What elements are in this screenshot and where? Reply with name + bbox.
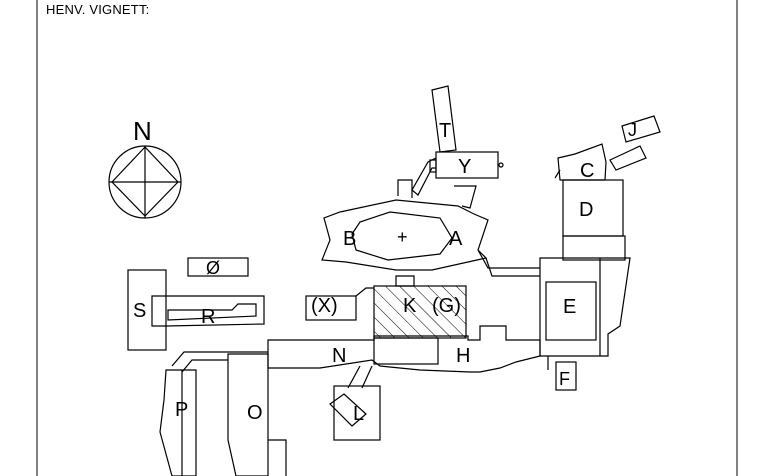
building-r bbox=[151, 295, 265, 327]
compass-north-label: N bbox=[133, 116, 152, 146]
connector-y bbox=[411, 157, 437, 196]
building-a-b-outer bbox=[321, 199, 489, 271]
building-oe bbox=[187, 257, 249, 277]
label-x: (X) bbox=[311, 295, 338, 317]
building-o bbox=[227, 353, 269, 476]
building-x bbox=[305, 295, 357, 321]
building-d-base bbox=[562, 235, 626, 261]
building-y-annex bbox=[429, 159, 437, 173]
building-t bbox=[431, 85, 457, 153]
label-g: (G) bbox=[432, 295, 461, 317]
building-e bbox=[545, 281, 597, 341]
connector-a-e bbox=[477, 249, 540, 269]
label-j: J bbox=[628, 120, 637, 140]
building-s bbox=[127, 269, 167, 351]
building-k bbox=[373, 285, 467, 339]
building-k-entrance bbox=[395, 275, 415, 287]
label-f: F bbox=[559, 369, 570, 389]
label-plus: + bbox=[397, 227, 408, 247]
building-j-link bbox=[609, 145, 647, 171]
label-t: T bbox=[439, 120, 451, 142]
label-o: O bbox=[247, 402, 263, 424]
label-k: K bbox=[403, 295, 417, 317]
compass-rose bbox=[108, 145, 182, 219]
label-b: B bbox=[343, 228, 356, 250]
building-f bbox=[555, 361, 577, 391]
label-e: E bbox=[563, 296, 576, 318]
label-d: D bbox=[579, 199, 593, 221]
label-s: S bbox=[133, 300, 146, 322]
building-p bbox=[159, 369, 197, 476]
building-e-block bbox=[539, 257, 631, 357]
building-r-inner bbox=[167, 303, 257, 321]
label-r: R bbox=[201, 306, 215, 328]
label-a: A bbox=[449, 228, 463, 250]
building-a-b-inner bbox=[351, 211, 453, 261]
label-l: L bbox=[353, 403, 364, 425]
reference-label: HENV. VIGNETT: bbox=[46, 2, 150, 17]
label-h: H bbox=[456, 345, 470, 367]
corridor-h-n bbox=[267, 325, 541, 373]
building-c bbox=[557, 143, 607, 181]
label-p: P bbox=[175, 399, 188, 421]
label-y: Y bbox=[458, 156, 471, 178]
building-l bbox=[333, 385, 381, 441]
label-oe: Ø bbox=[206, 258, 220, 278]
building-y-marker bbox=[498, 162, 504, 168]
building-j bbox=[621, 115, 661, 143]
label-n: N bbox=[332, 345, 346, 367]
building-h-link bbox=[373, 337, 439, 365]
label-c: C bbox=[580, 160, 594, 182]
